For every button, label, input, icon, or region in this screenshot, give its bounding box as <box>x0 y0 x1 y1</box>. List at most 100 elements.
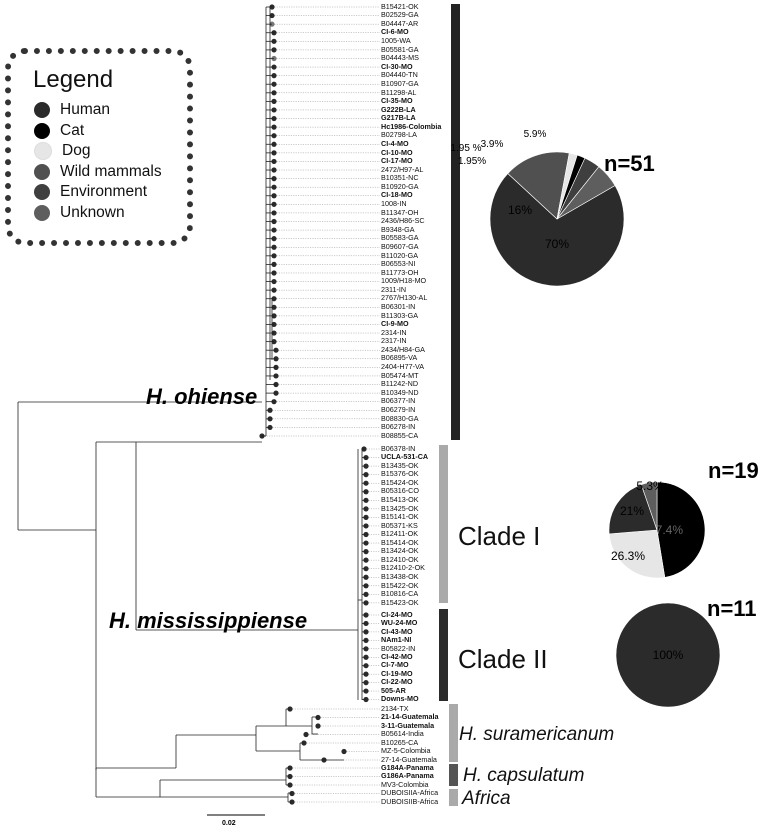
clade1-label: Clade I <box>458 521 541 551</box>
leaf-label: B15413-OK <box>381 495 419 504</box>
leaf-label: B11303-GA <box>381 310 419 320</box>
leaf-label: WU-24-MO <box>381 618 418 628</box>
leaf-label: B05371-KS <box>381 520 418 530</box>
leaf-label: Hc1986-Colombia <box>381 121 442 131</box>
leaf-label: B06377-IN <box>381 396 416 406</box>
leaf-label: 2436/H86-SC <box>381 216 425 226</box>
africa-label: Africa <box>462 788 511 809</box>
leaf-label: B06278-IN <box>381 422 416 432</box>
leaf-label: B02798-LA <box>381 130 417 140</box>
leaf-label: UCLA-531-CA <box>381 452 429 462</box>
leaf-label: B15376-OK <box>381 469 419 479</box>
legend-item: Human <box>34 100 110 120</box>
pie-slice-label: 5.9% <box>524 129 547 140</box>
legend-swatch <box>34 122 50 139</box>
leaf-label: B15423-OK <box>381 597 419 607</box>
leaf-label: CI-17-MO <box>381 156 413 166</box>
leaf-label: NAm1-NI <box>381 635 412 645</box>
leaf-label: B08855-CA <box>381 430 419 440</box>
tip-dot <box>287 773 293 780</box>
legend-swatch <box>34 184 50 200</box>
leaf-label: B12411-OK <box>381 529 419 539</box>
legend-swatch <box>34 204 50 221</box>
leaf-label: B10351-NC <box>381 173 419 183</box>
legend-label: Unknown <box>60 203 125 221</box>
leaf-label: B09607-GA <box>381 241 419 251</box>
leaf-label: DUBOISIIA-Africa <box>381 788 439 798</box>
leaf-label: B02529-GA <box>381 10 419 20</box>
leaf-label: B15414-OK <box>381 537 419 547</box>
leaf-label: G222B-LA <box>381 104 416 114</box>
leaf-label: B06378-IN <box>381 443 416 453</box>
leaf-label: B06279-IN <box>381 404 416 414</box>
leaf-label: B13424-OK <box>381 546 419 556</box>
leaf-label: B05822-IN <box>381 643 416 653</box>
leaf-label: B11773-OH <box>381 267 419 277</box>
leaf-label: B11242-ND <box>381 379 419 389</box>
pie-slice-label: 16% <box>508 203 532 217</box>
tip-dot <box>289 790 295 797</box>
legend-label: Human <box>60 101 110 118</box>
capsulatum-bar <box>449 764 458 786</box>
leaf-label: B04443-MS <box>381 53 419 63</box>
leaf-label: B05614-India <box>381 729 424 739</box>
legend-label: Environment <box>60 183 148 200</box>
ohiense-bar <box>451 4 460 440</box>
tip-dot <box>315 714 321 721</box>
leaf-label: B10816-CA <box>381 589 419 599</box>
leaf-label: 2314-IN <box>381 327 407 337</box>
clade1-bar <box>439 445 448 603</box>
pie3-n-label: n=11 <box>707 596 757 621</box>
leaf-label: 2472/H97-AL <box>381 164 424 174</box>
leaf-label: CI-35-MO <box>381 96 413 106</box>
leaf-label: 21-14-Guatemala <box>381 712 439 722</box>
scale-label: 0.02 <box>222 820 236 827</box>
legend-label: Cat <box>60 121 85 139</box>
leaf-label: CI-6-MO <box>381 27 409 37</box>
leaf-label: B10265-CA <box>381 737 419 747</box>
leaf-label: B12410-2-OK <box>381 563 425 573</box>
africa-bar <box>449 789 458 806</box>
pie2-n-label: n=19 <box>708 458 759 483</box>
leaf-label: CI-30-MO <box>381 61 413 71</box>
leaf-label: B13438-OK <box>381 571 419 581</box>
leaf-label: MV3-Colombia <box>381 779 429 789</box>
legend-item: Dog <box>34 141 90 161</box>
pie-slice-label: 100% <box>653 648 684 662</box>
leaf-label: Downs-MO <box>381 694 419 704</box>
leaf-label: CI-10-MO <box>381 147 413 157</box>
tip-dot <box>315 723 321 729</box>
leaf-label: B10349-ND <box>381 387 419 397</box>
leaf-label: G186A-Panama <box>381 771 434 781</box>
legend-swatch <box>34 142 52 160</box>
pie-slice <box>489 173 625 287</box>
leaf-label: 1005-WA <box>381 36 411 46</box>
pie1-n-label: n=51 <box>604 151 655 176</box>
leaf-label: 2134-TX <box>381 703 409 713</box>
suramericanum-label: H. suramericanum <box>459 724 615 745</box>
clade2-bar <box>439 609 448 701</box>
leaf-label: B13435-OK <box>381 460 419 470</box>
legend-title: Legend <box>33 66 114 93</box>
leaf-label: CI-9-MO <box>381 319 409 329</box>
leaf-label: 2767/H130-AL <box>381 293 428 303</box>
leaf-label: G184A-Panama <box>381 762 434 772</box>
legend-item: Environment <box>34 182 147 202</box>
legend-item: Wild mammals <box>34 162 162 182</box>
pie-slice-label: 26.3% <box>611 549 645 563</box>
leaf-label: B11347-OH <box>381 207 419 217</box>
legend-swatch <box>34 163 50 180</box>
leaf-label: 2317-IN <box>381 336 407 346</box>
leaf-label: 27-14-Guatemala <box>381 754 437 764</box>
pie-slice <box>608 529 666 579</box>
leaf-label: 505-AR <box>381 685 406 695</box>
tip-dot <box>341 748 347 755</box>
pie-slice <box>608 484 658 535</box>
capsulatum-label: H. capsulatum <box>463 765 585 786</box>
legend-label: Dog <box>62 142 91 159</box>
legend-item: Unknown <box>34 203 125 223</box>
leaf-label: B08830-GA <box>381 413 419 423</box>
leaf-label: CI-4-MO <box>381 138 409 148</box>
